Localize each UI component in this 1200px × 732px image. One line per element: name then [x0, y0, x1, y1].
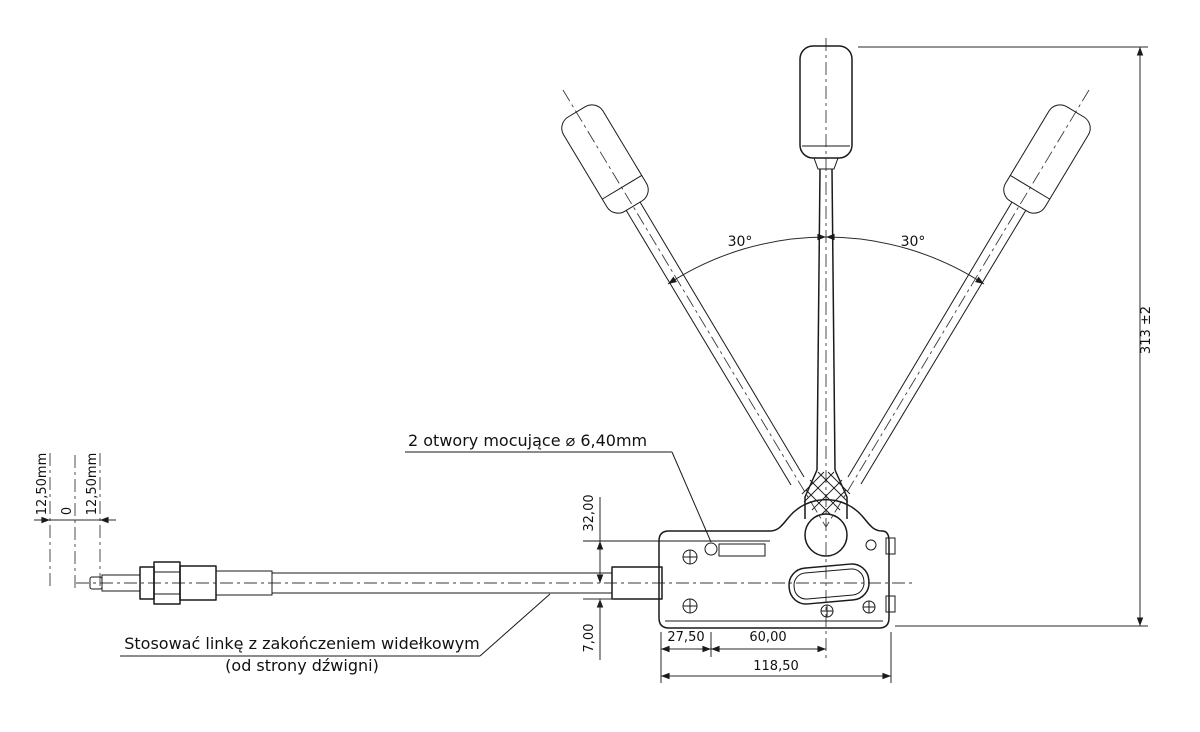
lever-shaft-left-edge: [816, 168, 821, 471]
mechanism-body: [583, 498, 896, 629]
dim-118-label: 118,50: [753, 659, 799, 674]
dim-total-height: 313 ±2: [858, 46, 1154, 627]
dim-7-label: 7,00: [582, 624, 597, 653]
lever-shaft-right-edge: [831, 168, 836, 471]
dim-offset-left-label: 12,50mm: [35, 453, 50, 516]
mounting-holes-leader: [671, 451, 712, 543]
mounting-holes-text: 2 otwory mocujące ⌀ 6,40mm: [408, 431, 647, 450]
dim-offset-right-label: 12,50mm: [85, 453, 100, 516]
angle-arc: 30° 30°: [667, 233, 985, 285]
dim-27-label: 27,50: [667, 630, 704, 645]
right-phantom-knob: [1003, 104, 1091, 214]
dim-cable-offset: 12,50mm 0 12,50mm: [34, 453, 116, 524]
body-slot: [718, 543, 766, 557]
angle-right-label: 30°: [901, 234, 926, 250]
note-cable: Stosować linkę z zakończeniem widełkowym…: [120, 593, 551, 675]
body-right-tab-top: [885, 537, 896, 555]
clevis-hatching: [801, 471, 851, 515]
mounting-hole: [704, 542, 718, 556]
left-phantom-lever: [561, 104, 805, 486]
angle-left-label: 30°: [728, 234, 753, 250]
dim-offset-zero-label: 0: [60, 507, 75, 515]
body-outline: [658, 498, 890, 629]
right-lever-centerline: [825, 89, 1090, 528]
left-lever-centerline: [562, 89, 827, 528]
dim-32-label: 32,00: [582, 494, 597, 531]
cable-note-leader: [479, 593, 551, 657]
dim-bottom: 27,50 60,00 118,50: [660, 630, 892, 683]
right-phantom-lever: [847, 104, 1091, 485]
body-oval-slot: [788, 563, 870, 605]
cable-note-line1: Stosować linkę z zakończeniem widełkowym: [124, 634, 480, 653]
body-right-tab-bottom: [885, 595, 896, 613]
dim-60-label: 60,00: [749, 630, 786, 645]
cable-end-fitting: [611, 566, 663, 600]
cable-assembly: [89, 561, 663, 605]
cable-note-line2: (od strony dźwigni): [225, 656, 379, 675]
left-phantom-knob: [561, 104, 649, 214]
knob-collar: [813, 157, 839, 170]
pivot-boss: [804, 513, 848, 557]
clevis-right: [834, 469, 848, 519]
note-mounting-holes: 2 otwory mocujące ⌀ 6,40mm: [405, 431, 712, 543]
dim-313-label: 313 ±2: [1139, 306, 1154, 354]
upright-lever: [799, 45, 853, 557]
clevis-left: [804, 469, 818, 519]
dim-body-heights: 32,00 7,00: [582, 494, 614, 660]
body-screws: [682, 539, 877, 618]
